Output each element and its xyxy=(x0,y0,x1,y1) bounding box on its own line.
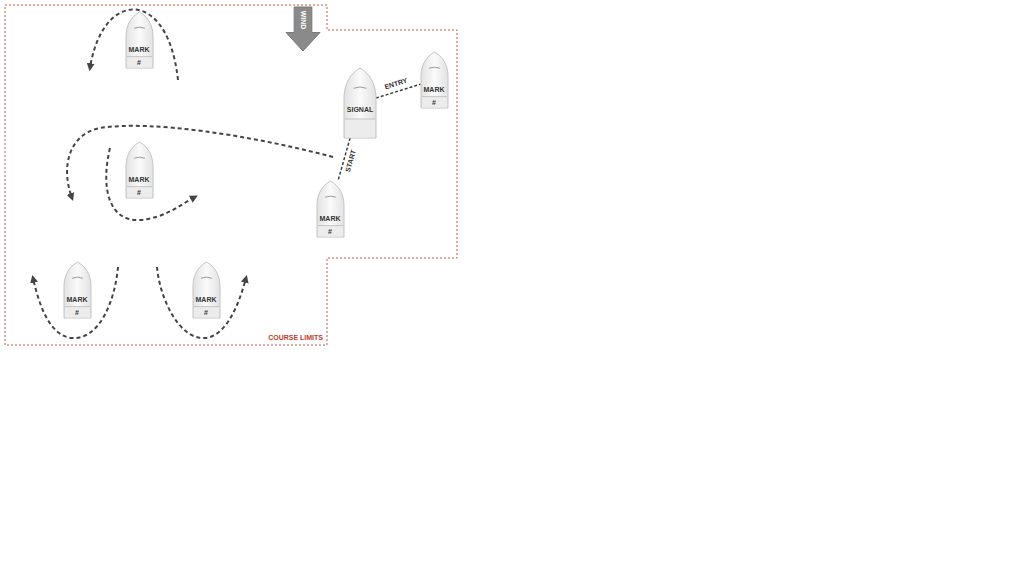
windshield xyxy=(354,87,367,88)
boat-name: MARK xyxy=(424,86,445,94)
deck-line xyxy=(127,186,152,187)
course-limits xyxy=(5,5,457,345)
wind-label: WIND xyxy=(299,10,307,29)
mark-boat: MARK # xyxy=(193,262,220,318)
boat-hull xyxy=(126,12,153,68)
course-label: COURSE LIMITS xyxy=(268,334,323,342)
mark-number: # xyxy=(137,59,141,67)
windshield xyxy=(134,157,145,158)
windshield xyxy=(429,67,440,68)
mark-number: # xyxy=(204,309,208,317)
windshield xyxy=(72,277,83,278)
stern-panel xyxy=(127,57,152,67)
boat-hull xyxy=(344,68,376,138)
mark-number: # xyxy=(328,228,332,236)
mark-boat: MARK # xyxy=(126,142,153,198)
boat-name: MARK xyxy=(129,176,150,184)
deck-line xyxy=(127,56,152,57)
stern-panel xyxy=(127,187,152,197)
stern-panel xyxy=(65,307,90,317)
rounding-path xyxy=(90,9,178,80)
stern-panel xyxy=(422,97,447,107)
deck-line xyxy=(194,306,219,307)
stern-panel xyxy=(345,120,375,138)
mark-boat: MARK # xyxy=(126,12,153,68)
boat-hull xyxy=(193,262,220,318)
stern-panel xyxy=(194,307,219,317)
wind-arrow-shape xyxy=(286,7,320,51)
deck-line xyxy=(318,225,343,226)
line-label: START xyxy=(344,149,358,173)
wind-arrow: WIND xyxy=(286,7,320,51)
deck-line xyxy=(345,119,375,120)
boat-hull xyxy=(126,142,153,198)
line-label: ENTRY xyxy=(384,77,409,92)
mark-boat: MARK # xyxy=(64,262,91,318)
boat-name: MARK xyxy=(196,296,217,304)
mark-number: # xyxy=(137,189,141,197)
deck-line xyxy=(65,306,90,307)
boat-name: MARK xyxy=(129,46,150,54)
windshield xyxy=(325,196,336,197)
rounding-path xyxy=(157,267,246,338)
windshield xyxy=(134,27,145,28)
boat-name: MARK xyxy=(320,215,341,223)
boat-name: SIGNAL xyxy=(347,106,373,114)
rounding-path xyxy=(33,267,118,338)
mark-number: # xyxy=(75,309,79,317)
boat-hull xyxy=(317,181,344,237)
boat-hull xyxy=(64,262,91,318)
windshield xyxy=(201,277,212,278)
mark-boat: MARK # xyxy=(317,181,344,237)
boat-name: MARK xyxy=(67,296,88,304)
signal-boat: SIGNAL xyxy=(344,68,376,138)
mark-boat: MARK # xyxy=(421,52,448,108)
stern-panel xyxy=(318,226,343,236)
deck-line xyxy=(422,96,447,97)
node-shape xyxy=(344,68,376,138)
boat-hull xyxy=(421,52,448,108)
mark-number: # xyxy=(432,99,436,107)
